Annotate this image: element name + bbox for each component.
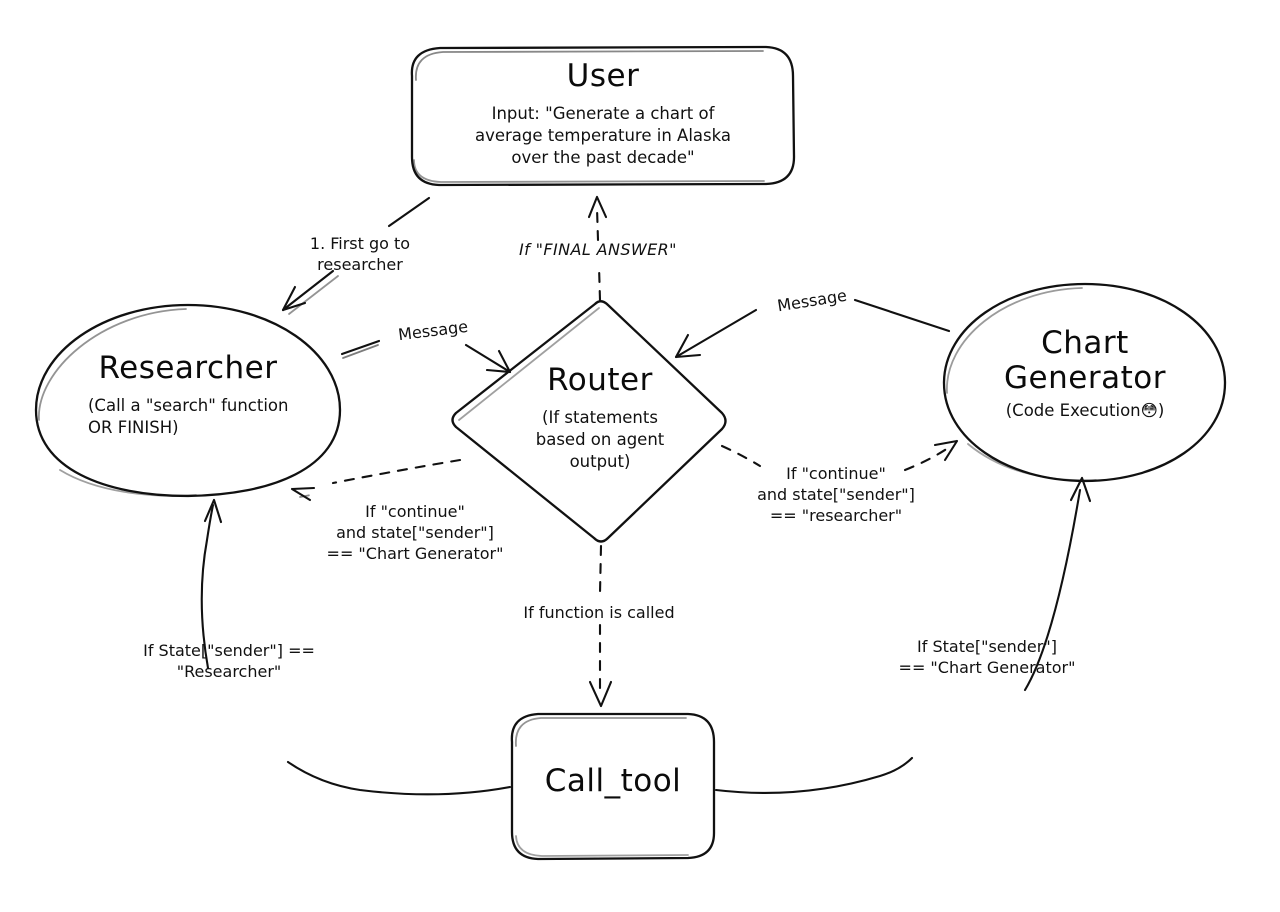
edge-user-to-researcher — [281, 196, 431, 315]
edge-router-to-researcher — [290, 458, 462, 502]
node-researcher-shape[interactable] — [34, 303, 342, 498]
edge-router-to-user — [587, 195, 608, 302]
node-router-shape[interactable] — [451, 300, 727, 543]
edge-router-to-calltool — [588, 544, 613, 708]
node-user-shape[interactable] — [410, 45, 796, 187]
node-call-tool-shape[interactable] — [510, 712, 716, 861]
edge-researcher-to-router — [340, 339, 512, 374]
edge-router-to-chartgen — [720, 439, 959, 472]
edge-chartgen-to-router — [674, 298, 951, 359]
edge-calltool-to-researcher — [200, 498, 512, 796]
edge-calltool-to-chartgen — [714, 476, 1092, 794]
node-chart-generator-shape[interactable] — [942, 282, 1227, 483]
